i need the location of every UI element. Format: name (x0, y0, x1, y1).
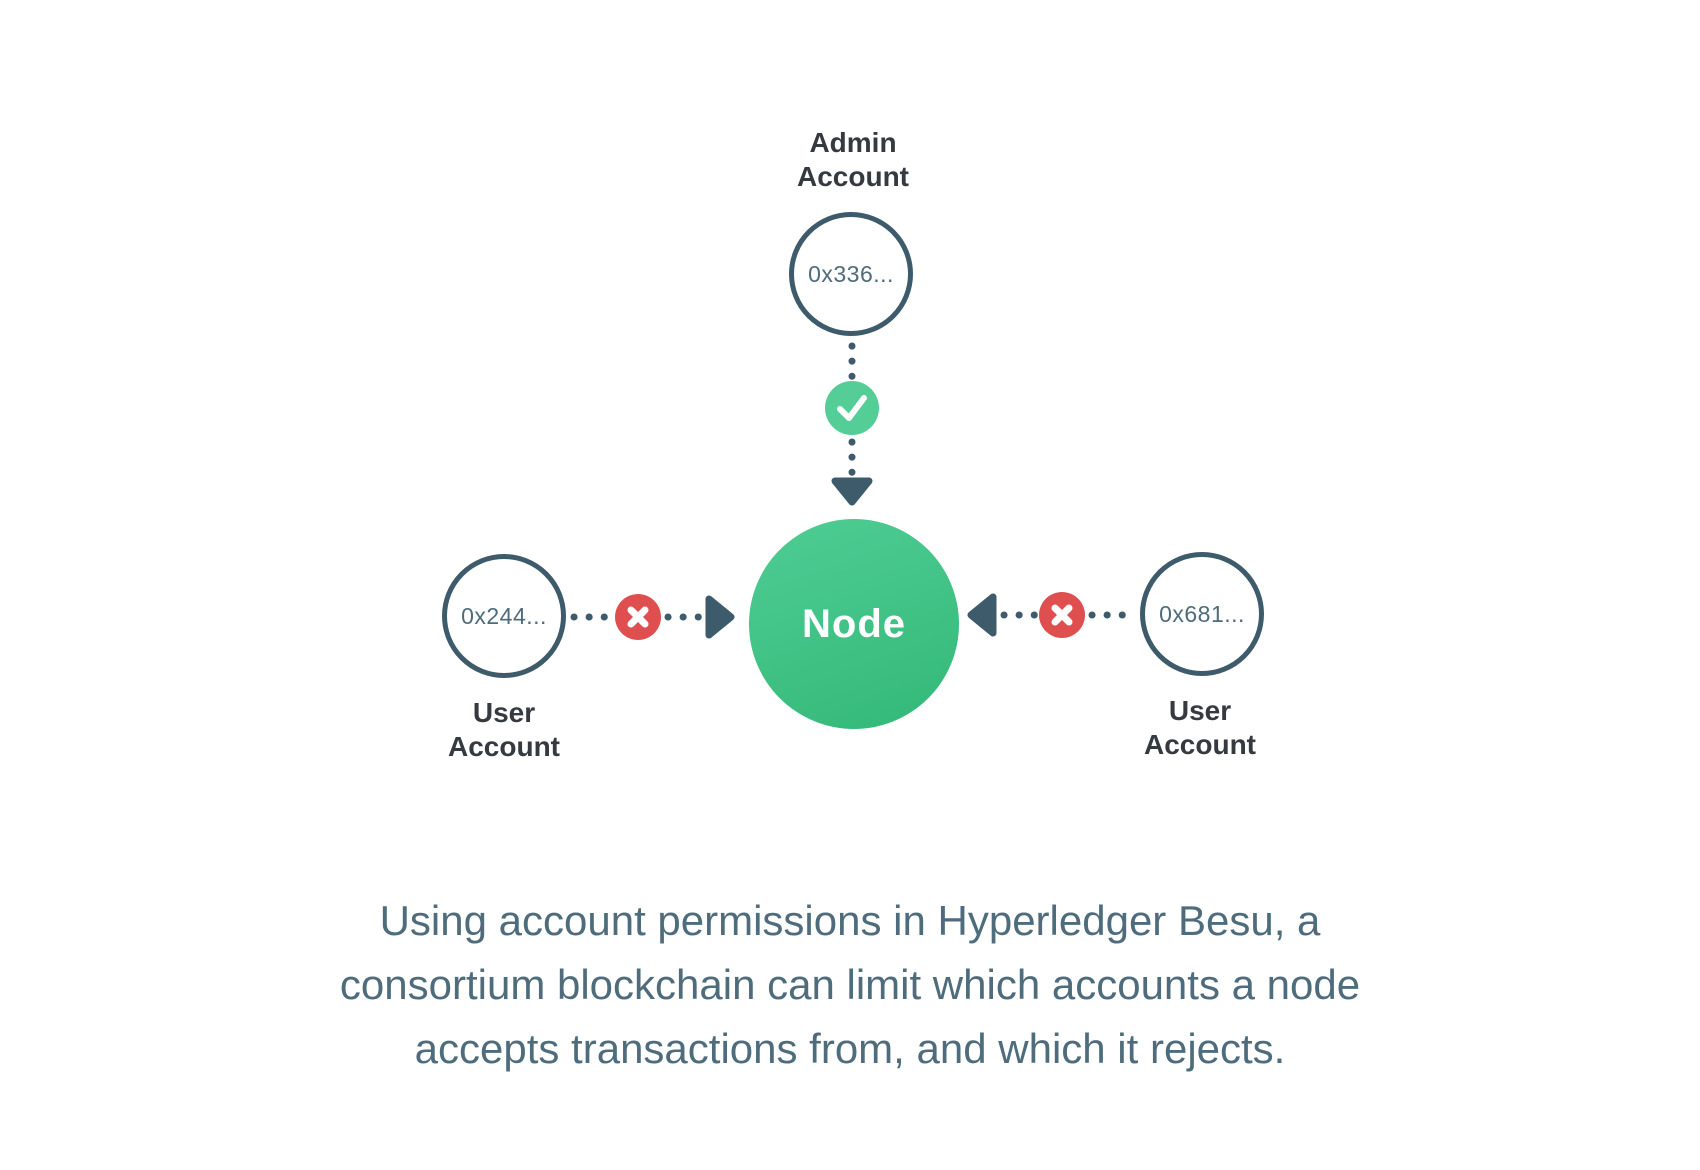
dotted-line-check-to-node (848, 438, 856, 478)
arrow-down-icon (831, 477, 873, 506)
user-account-left-label: User Account (448, 697, 560, 762)
user-account-left-address: 0x244... (461, 602, 547, 629)
x-icon (1051, 604, 1073, 626)
user-account-right-label: User Account (1144, 695, 1256, 760)
dotted-line-node-to-x-right (1000, 611, 1040, 619)
check-icon (837, 395, 867, 421)
node-label: Node (802, 601, 906, 646)
x-icon (627, 606, 649, 628)
dotted-line-admin-to-check (848, 342, 856, 382)
admin-account-label: Admin Account (797, 127, 909, 192)
dotted-line-x-to-right-user (1088, 611, 1128, 619)
allow-badge (825, 381, 879, 435)
deny-badge-left (615, 594, 661, 640)
arrow-right-icon (705, 595, 735, 639)
caption-line-2: consortium blockchain can limit which ac… (339, 961, 1361, 1008)
dotted-line-x-to-node-left (664, 613, 704, 621)
node-circle: Node (749, 519, 959, 729)
admin-account-circle: 0x336... (789, 212, 913, 336)
caption-line-1: Using account permissions in Hyperledger… (379, 897, 1321, 944)
caption: Using account permissions in Hyperledger… (0, 889, 1700, 1081)
arrow-left-icon (967, 593, 997, 637)
caption-line-3: accepts transactions from, and which it … (414, 1025, 1286, 1072)
user-account-right-address: 0x681... (1159, 600, 1245, 627)
user-account-right-circle: 0x681... (1140, 552, 1264, 676)
deny-badge-right (1039, 592, 1085, 638)
dotted-line-left-user-to-x (570, 613, 610, 621)
user-account-left-circle: 0x244... (442, 554, 566, 678)
admin-account-address: 0x336... (808, 260, 894, 287)
